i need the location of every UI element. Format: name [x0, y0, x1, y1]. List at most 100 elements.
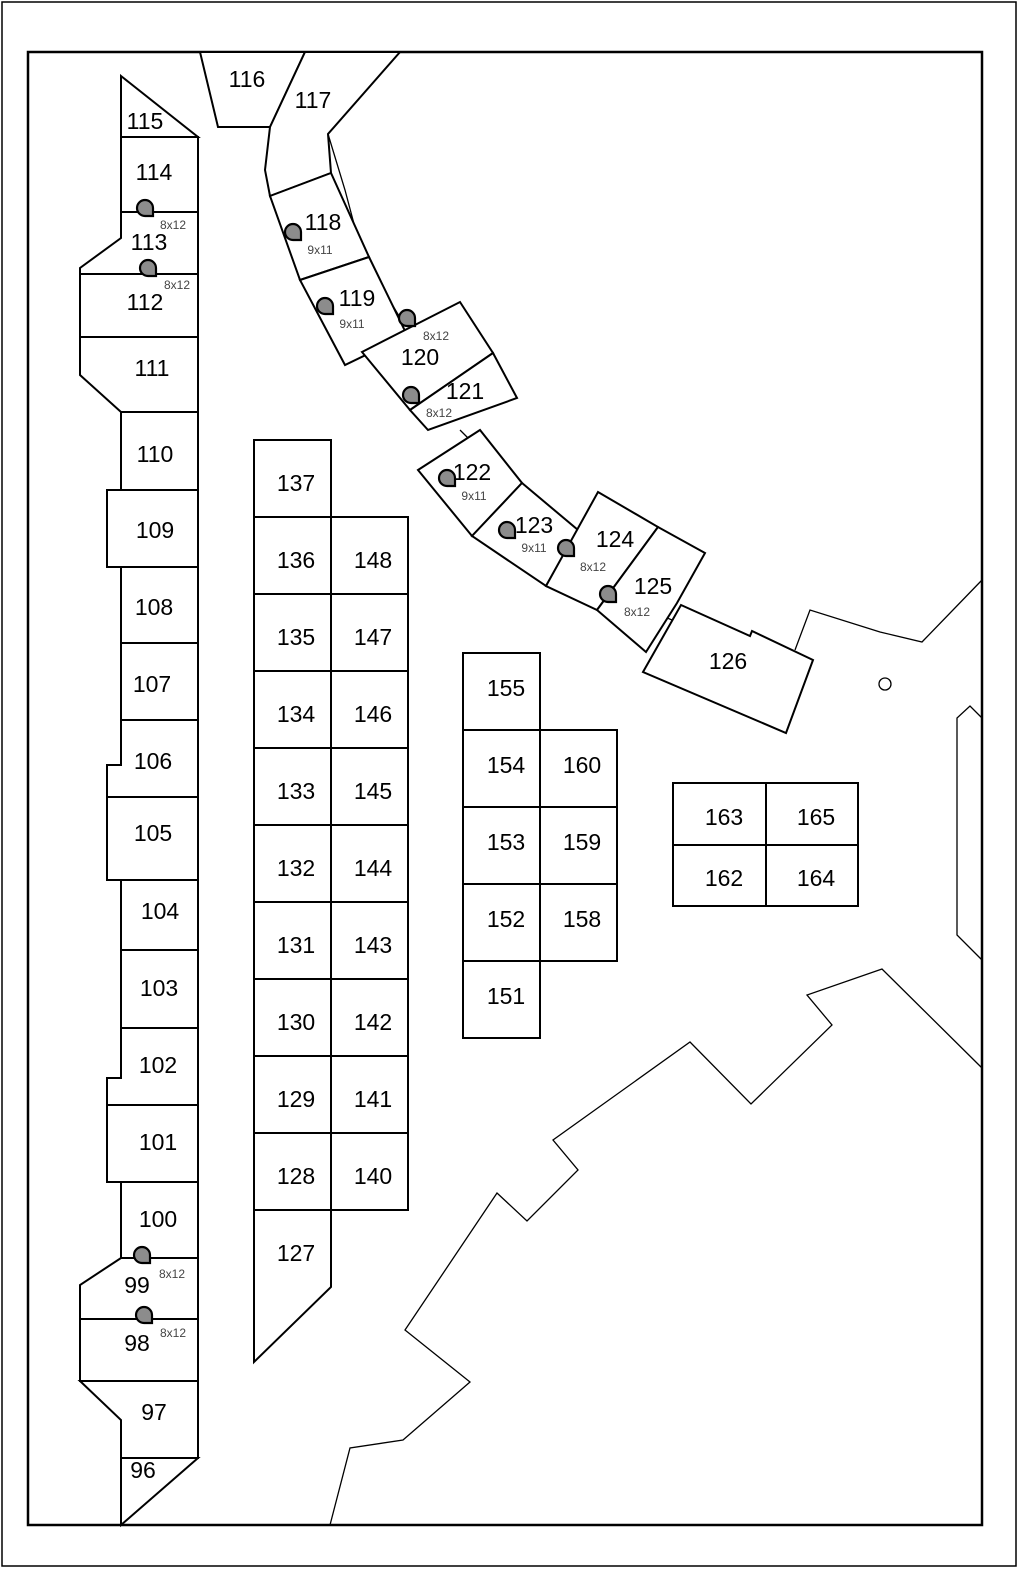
booth[interactable]: 136 [253, 516, 332, 595]
booth-number: 158 [563, 906, 601, 932]
booth[interactable]: 142 [330, 978, 409, 1057]
booth[interactable]: 153 [462, 806, 541, 885]
booth-number: 108 [135, 594, 173, 620]
booth[interactable]: 143 [330, 901, 409, 980]
booth-outline[interactable] [253, 1209, 332, 1365]
booth-outline[interactable] [120, 73, 201, 138]
location-pin-icon[interactable] [138, 258, 158, 278]
booth[interactable]: 100 [120, 1181, 199, 1259]
booth[interactable]: 135 [253, 593, 332, 672]
booth[interactable]: 125 [595, 525, 707, 654]
booth-number: 129 [277, 1086, 315, 1112]
booth[interactable]: 146 [330, 670, 409, 749]
booth[interactable]: 96 [120, 1457, 201, 1528]
lobby-wall [329, 968, 983, 1526]
booth[interactable]: 101 [106, 1104, 199, 1183]
booth[interactable]: 107 [120, 642, 199, 721]
booth[interactable]: 109 [106, 489, 199, 568]
location-pin-icon[interactable] [598, 584, 618, 604]
location-pin-icon[interactable] [437, 468, 457, 488]
booth[interactable]: 148 [330, 516, 409, 595]
booth[interactable]: 159 [539, 806, 618, 885]
booth[interactable]: 102 [106, 1027, 199, 1106]
booth[interactable]: 132 [253, 824, 332, 903]
right-side-wall [956, 705, 983, 961]
booth-outline[interactable] [765, 782, 859, 846]
location-pin-icon[interactable] [315, 296, 335, 316]
booth[interactable]: 104 [120, 879, 199, 951]
location-pin-icon[interactable] [397, 308, 417, 328]
booth-outline[interactable] [77, 1380, 199, 1459]
booth[interactable]: 134 [253, 670, 332, 749]
location-pin-icon[interactable] [132, 1245, 152, 1265]
booth[interactable]: 106 [106, 719, 199, 798]
location-pin-icon[interactable] [283, 222, 303, 242]
booth[interactable]: 147 [330, 593, 409, 672]
booth[interactable]: 144 [330, 824, 409, 903]
booth-outline[interactable] [641, 603, 815, 735]
booth[interactable]: 154 [462, 729, 541, 808]
booth[interactable]: 152 [462, 883, 541, 962]
booth[interactable]: 126 [641, 603, 815, 735]
booth[interactable]: 105 [106, 796, 199, 881]
booth-number: 98 [124, 1330, 150, 1356]
booth-number: 120 [401, 344, 439, 370]
booth[interactable]: 120 [360, 300, 495, 412]
booth[interactable]: 140 [330, 1132, 409, 1211]
booth-number: 111 [135, 355, 170, 381]
location-pin-icon[interactable] [401, 385, 421, 405]
booth-outline[interactable] [330, 516, 409, 595]
booth-outline[interactable] [539, 729, 618, 808]
right-arc-wall-2 [794, 579, 983, 651]
booth[interactable]: 103 [120, 949, 199, 1029]
location-pin-icon[interactable] [134, 1305, 154, 1325]
booth[interactable]: 118 [268, 171, 371, 282]
booth[interactable]: 123 [470, 481, 580, 588]
booth[interactable]: 117 [263, 51, 403, 198]
booth[interactable]: 110 [120, 411, 199, 491]
booth-number: 140 [354, 1163, 392, 1189]
booth[interactable]: 160 [539, 729, 618, 808]
booth[interactable]: 98 [79, 1318, 199, 1382]
location-pin-icon[interactable] [135, 198, 155, 218]
booth[interactable]: 97 [77, 1380, 199, 1459]
booth-number: 147 [354, 624, 392, 650]
booth-number: 155 [487, 675, 525, 701]
booth-size: 8x12 [159, 1267, 185, 1281]
booth-number: 128 [277, 1163, 315, 1189]
booth-number: 143 [354, 932, 392, 958]
booth[interactable]: 165 [765, 782, 859, 846]
booth[interactable]: 114 [120, 136, 199, 213]
booth[interactable]: 128 [253, 1132, 332, 1211]
booth[interactable]: 133 [253, 747, 332, 826]
booth[interactable]: 99 [79, 1257, 199, 1320]
booth-number: 148 [354, 547, 392, 573]
booth[interactable]: 121 [408, 351, 519, 432]
booth[interactable]: 137 [253, 439, 332, 518]
booth[interactable]: 163 [672, 782, 767, 846]
booth[interactable]: 155 [462, 652, 541, 731]
booth[interactable]: 108 [120, 566, 199, 644]
booth[interactable]: 164 [765, 844, 859, 907]
booth[interactable]: 111 [79, 336, 199, 413]
booth-outline[interactable] [595, 525, 707, 654]
booth[interactable]: 131 [253, 901, 332, 980]
booth-size: 8x12 [160, 218, 186, 232]
booth-number: 114 [136, 159, 173, 185]
booth[interactable]: 162 [672, 844, 767, 907]
booth[interactable]: 112 [79, 273, 199, 338]
booth[interactable]: 158 [539, 883, 618, 962]
booth-outline[interactable] [408, 351, 519, 432]
location-pin-icon[interactable] [556, 538, 576, 558]
booth[interactable]: 124 [544, 490, 660, 612]
booth[interactable]: 130 [253, 978, 332, 1057]
location-pin-icon[interactable] [497, 520, 517, 540]
booth[interactable]: 141 [330, 1055, 409, 1134]
booth[interactable]: 115 [120, 73, 201, 138]
booth[interactable]: 129 [253, 1055, 332, 1134]
booth[interactable]: 145 [330, 747, 409, 826]
booth-number: 137 [277, 470, 315, 496]
booth[interactable]: 127 [253, 1209, 332, 1365]
booth[interactable]: 151 [462, 960, 541, 1039]
